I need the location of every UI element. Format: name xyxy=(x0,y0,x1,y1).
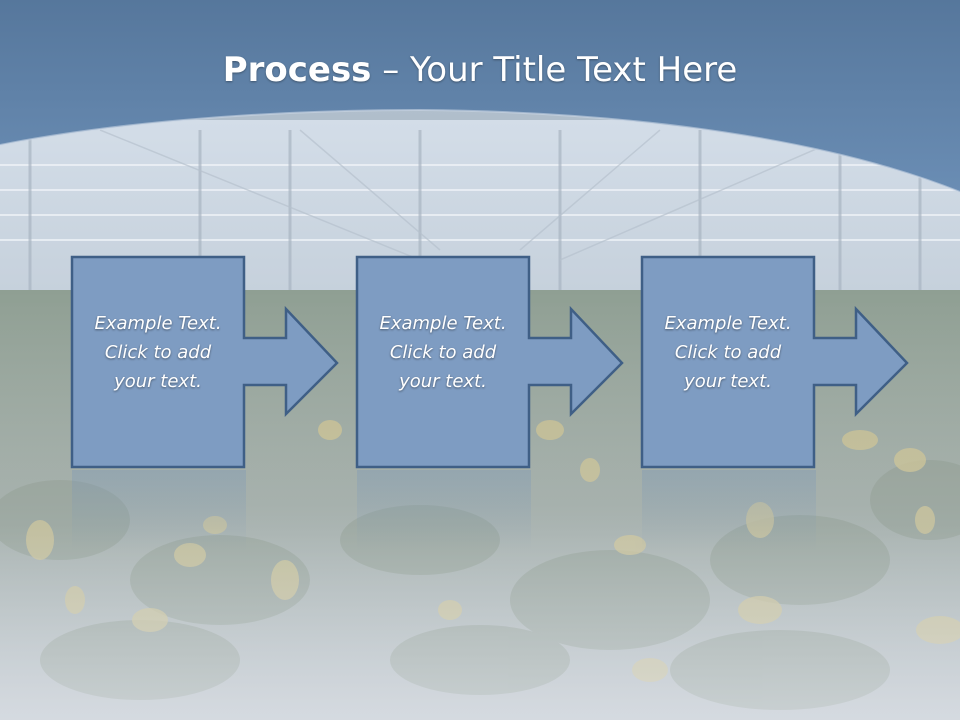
step-3-reflection xyxy=(642,470,816,550)
step-1-line-3: your text. xyxy=(114,371,202,392)
title-bold-text: Process xyxy=(222,50,372,90)
step-1-text: Example Text. Click to add your text. xyxy=(72,309,244,396)
step-1-reflection xyxy=(72,470,246,550)
step-3-line-1: Example Text. xyxy=(664,313,792,334)
step-3-line-2: Click to add xyxy=(674,342,782,363)
title-rest-text: – Your Title Text Here xyxy=(371,50,738,90)
process-step-3[interactable]: Example Text. Click to add your text. xyxy=(640,255,914,469)
step-3-text: Example Text. Click to add your text. xyxy=(642,309,814,396)
title-band xyxy=(0,0,960,193)
step-1-line-2: Click to add xyxy=(104,342,212,363)
step-2-reflection xyxy=(357,470,531,550)
step-3-box-arrow-shape xyxy=(640,255,909,469)
step-2-box-arrow-shape xyxy=(355,255,624,469)
step-2-line-1: Example Text. xyxy=(379,313,507,334)
step-2-line-2: Click to add xyxy=(389,342,497,363)
step-3-line-3: your text. xyxy=(684,371,772,392)
step-1-box-arrow-shape xyxy=(70,255,339,469)
step-2-line-3: your text. xyxy=(399,371,487,392)
slide-title[interactable]: Process – Your Title Text Here xyxy=(0,50,960,90)
step-2-text: Example Text. Click to add your text. xyxy=(357,309,529,396)
process-step-2[interactable]: Example Text. Click to add your text. xyxy=(355,255,629,469)
step-1-line-1: Example Text. xyxy=(94,313,222,334)
process-step-1[interactable]: Example Text. Click to add your text. xyxy=(70,255,344,469)
